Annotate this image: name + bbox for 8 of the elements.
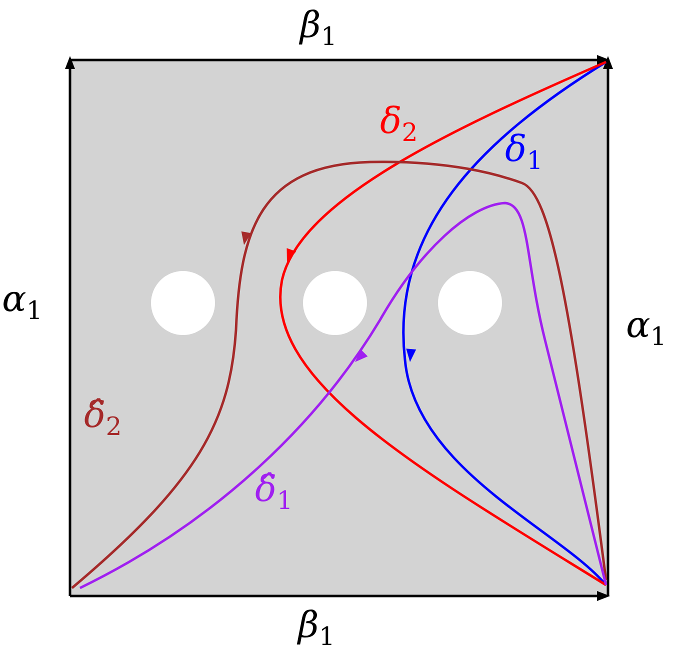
side-label: α$_{1}$ <box>2 282 42 324</box>
side-label: β$_{1}$ <box>298 608 335 650</box>
curve-label: δ̂$_{1}$ <box>255 472 293 514</box>
curve-label: δ$_{2}$ <box>380 104 418 146</box>
side-label: α$_{1}$ <box>626 308 666 350</box>
side-label: β$_{1}$ <box>300 8 337 50</box>
curve-label: δ$_{1}$ <box>505 132 543 174</box>
curve-label: δ̂$_{2}$ <box>84 398 122 440</box>
